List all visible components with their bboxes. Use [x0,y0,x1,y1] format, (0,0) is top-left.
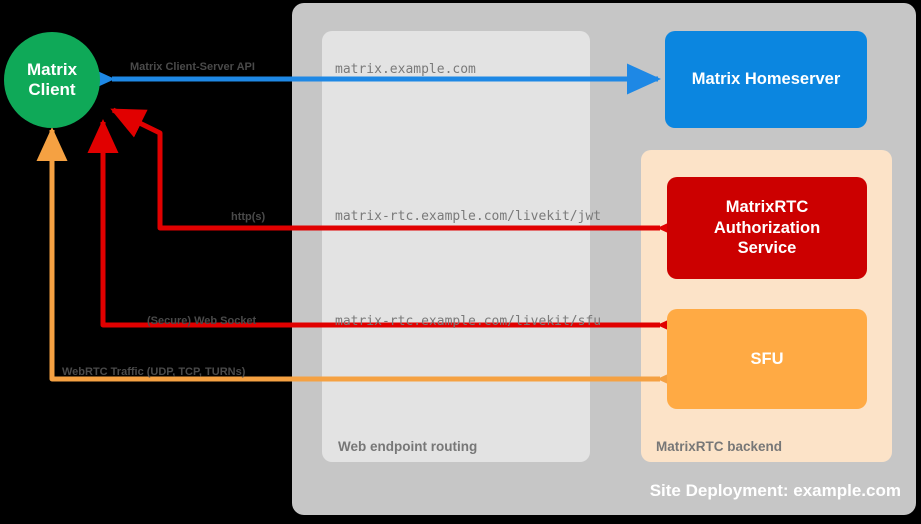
endpoint-jwt-domain: matrix-rtc.example.com/livekit/jwt [335,209,602,224]
endpoint-homeserver-domain: matrix.example.com [335,62,476,77]
matrix-client-node[interactable]: Matrix Client [4,32,100,128]
edge-label-client-server-api: Matrix Client-Server API [130,61,255,73]
matrixrtc-authorization-service-label: MatrixRTC Authorization Service [713,198,821,258]
matrix-homeserver-node[interactable]: Matrix Homeserver [665,31,867,128]
edge-webrtc [36,126,691,395]
web-endpoint-routing-caption: Web endpoint routing [338,439,478,454]
matrix-client-label: Matrix Client [26,59,78,99]
edge-label-http: http(s) [231,211,266,223]
site-deployment-caption: Site Deployment: example.com [649,481,901,500]
endpoint-sfu-domain: matrix-rtc.example.com/livekit/sfu [335,314,602,329]
matrix-homeserver-label: Matrix Homeserver [691,70,841,88]
edge-label-webrtc: WebRTC Traffic (UDP, TCP, TURNs) [62,366,246,378]
matrixrtc-authorization-service-node[interactable]: MatrixRTC Authorization Service [667,177,867,279]
edge-label-websocket: (Secure) Web Socket [147,315,257,327]
sfu-node[interactable]: SFU [667,309,867,409]
sfu-label: SFU [750,349,784,368]
matrixrtc-backend-caption: MatrixRTC backend [656,439,783,454]
